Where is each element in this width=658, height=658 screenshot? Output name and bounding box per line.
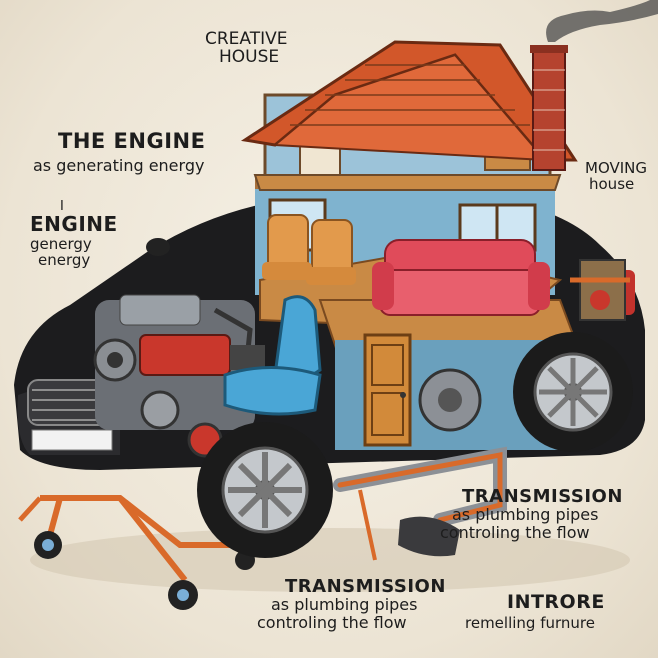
transmission-bottom-sub2: controling the flow [257,614,446,631]
label-the-engine: THE ENGINE as generating energy [58,130,205,174]
label-transmission-bottom: TRANSMISSION as plumbing pipes controlin… [285,577,446,631]
label-moving-house: MOVING house [585,160,647,192]
door-icon [365,335,410,445]
intro-sub: remelling furnure [465,615,605,631]
intro-title: INTRORE [507,592,605,613]
transmission-right-sub2: controling the flow [440,524,623,541]
creative-house-line1: CREATIVE [205,30,288,48]
creative-house-line2: HOUSE [219,48,288,66]
the-engine-sub: as generating energy [33,157,205,174]
engine-sub1: genergy [30,236,118,252]
armchair-icon [262,215,356,285]
moving-house-line1: MOVING [585,160,647,176]
the-engine-title: THE ENGINE [58,130,205,153]
rear-mechanics [570,260,630,320]
transmission-bottom-sub1: as plumbing pipes [271,596,446,613]
sofa-icon [372,240,550,315]
moving-house-line2: house [589,176,647,192]
chimney-smoke-icon [530,0,658,170]
label-engine: I ENGINE genergy energy [30,200,118,268]
transmission-right-sub1: as plumbing pipes [452,506,623,523]
label-intro: INTRORE remelling furnure [487,592,605,631]
label-creative-house: CREATIVE HOUSE [205,30,288,67]
engine-title: ENGINE [30,214,118,236]
transmission-bottom-title: TRANSMISSION [285,577,446,596]
transmission-right-title: TRANSMISSION [462,487,623,506]
engine-sub2: energy [38,252,118,268]
label-transmission-right: TRANSMISSION as plumbing pipes controlin… [462,487,623,541]
